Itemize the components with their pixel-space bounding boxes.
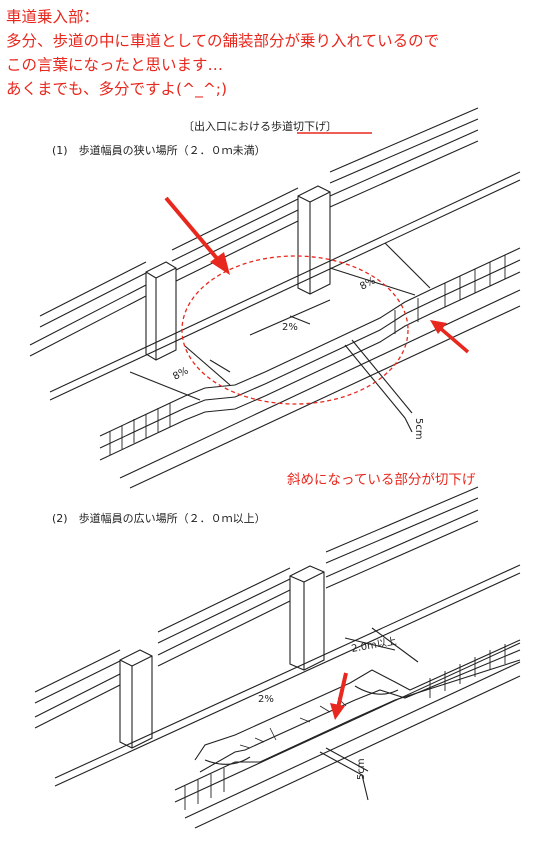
- annotation-line-3: あくまでも、多分ですよ(^_^;): [6, 80, 228, 98]
- fence-post-left-2: [119, 649, 153, 749]
- red-arrow-2: [430, 320, 470, 354]
- annotation-line-2: この言葉になったと思います…: [6, 56, 224, 74]
- curb-height-5cm-2: 5cm: [356, 758, 367, 780]
- diagram-narrow-sidewalk: [29, 107, 521, 489]
- fence-post-left: [145, 261, 177, 361]
- figure-heading: 〔出入口における歩道切下げ〕: [183, 119, 337, 133]
- red-arrow-1: [164, 196, 230, 275]
- cut-section-highlight: [181, 255, 409, 405]
- diagram-wide-sidewalk: [34, 486, 521, 829]
- slope-8pct-left: 8%: [171, 365, 190, 382]
- fence-post-right: [297, 185, 331, 295]
- fence-post-right-2: [289, 565, 325, 671]
- section-1-label: (1) 歩道幅員の狭い場所（２．０ｍ未満）: [52, 143, 266, 157]
- curb-height-5cm-1: 5cm: [413, 418, 424, 440]
- annotation-line-1: 多分、歩道の中に車道としての舗装部分が乗り入れているので: [6, 32, 440, 50]
- width-2m-label: 2.0m以上: [350, 635, 397, 655]
- annotation-title: 車道乗入部：: [6, 8, 100, 26]
- cut-note: 斜めになっている部分が切下げ: [287, 472, 476, 488]
- slope-2pct-2: 2%: [258, 694, 274, 705]
- slope-2pct-1: 2%: [282, 322, 298, 333]
- section-2-label: (2) 歩道幅員の広い場所（２．０ｍ以上）: [52, 511, 266, 525]
- red-arrow-3: [330, 672, 348, 720]
